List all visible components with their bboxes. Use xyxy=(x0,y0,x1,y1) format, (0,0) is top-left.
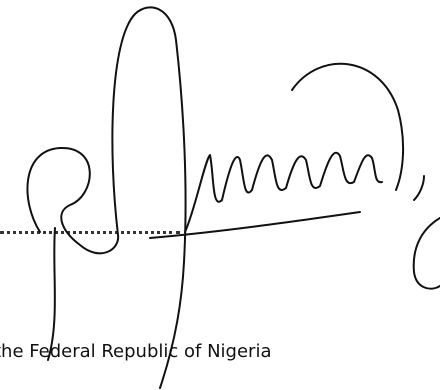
document-caption: the Federal Republic of Nigeria xyxy=(0,341,272,362)
signature-dotted-line xyxy=(0,231,180,234)
